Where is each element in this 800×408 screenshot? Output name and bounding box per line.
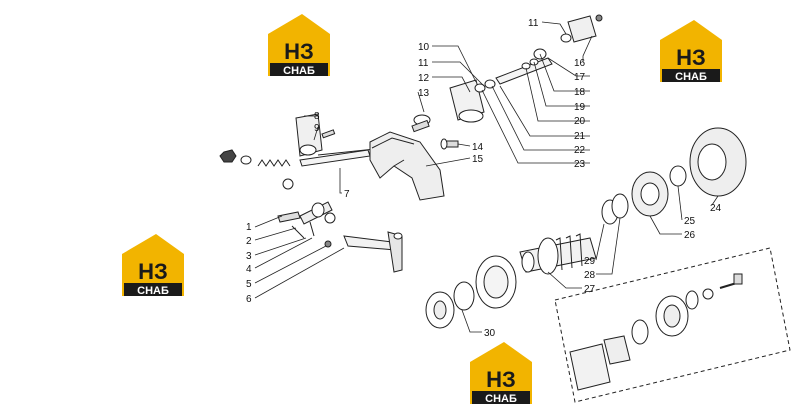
callout-6: 6 [246,294,252,305]
callout-29: 29 [584,256,596,267]
callout-5: 5 [246,279,252,290]
callout-19: 19 [574,102,586,113]
logo-middle-left: НЗ СНАБ [122,234,184,297]
logo-bottom-center: НЗ СНАБ [470,342,532,405]
callout-18: 18 [574,87,586,98]
gear-shaft [519,233,597,275]
callout-8: 8 [314,111,320,122]
lower-bearing-assembly [554,247,791,403]
shift-fork [369,131,445,201]
logo-word: СНАБ [485,393,517,405]
callout-28: 28 [584,270,596,281]
callout-11a: 11 [418,58,429,69]
callout-14: 14 [472,142,484,153]
seal-ring-stack [474,48,553,93]
callout-25: 25 [684,216,696,227]
large-gear [669,127,747,197]
callout-30: 30 [484,328,496,339]
leader-lines [254,21,719,333]
logo-top-right: НЗ СНАБ [660,20,722,83]
logo-word: СНАБ [283,65,315,77]
logo-letters: НЗ [486,367,516,392]
callout-4: 4 [246,264,252,275]
shift-sleeve [295,113,336,157]
logo-top-left: НЗ СНАБ [268,14,330,77]
lever-arm [277,201,403,273]
logo-letters: НЗ [284,39,314,64]
callout-7: 7 [344,189,350,200]
callout-23: 23 [574,159,586,170]
ball-bearing-left [425,255,517,329]
callout-16: 16 [574,58,586,69]
callout-1: 1 [246,222,252,233]
callout-10: 10 [418,42,430,53]
logo-letters: НЗ [138,259,168,284]
callout-22: 22 [574,145,586,156]
callout-17: 17 [574,72,586,83]
fork-bolt [440,138,459,150]
logo-letters: НЗ [676,45,706,70]
callout-labels: 1 2 3 4 5 6 7 8 9 10 11 11 12 13 14 15 1… [246,18,722,339]
callout-20: 20 [574,116,586,127]
small-gear [631,171,669,217]
callout-2: 2 [246,236,252,247]
logo-word: СНАБ [675,71,707,83]
callout-27: 27 [584,284,596,295]
callout-11b: 11 [528,18,539,29]
callout-3: 3 [246,251,252,262]
callout-21: 21 [574,131,586,142]
callout-9: 9 [314,123,320,134]
detent-spring-assembly [219,149,294,190]
callout-26: 26 [684,230,696,241]
logo-word: СНАБ [137,285,169,297]
callout-12: 12 [418,73,430,84]
callout-24: 24 [710,203,722,214]
end-cap-cylinder [560,14,603,43]
snap-rings-middle [601,193,629,225]
callout-13: 13 [418,88,430,99]
callout-15: 15 [472,154,484,165]
